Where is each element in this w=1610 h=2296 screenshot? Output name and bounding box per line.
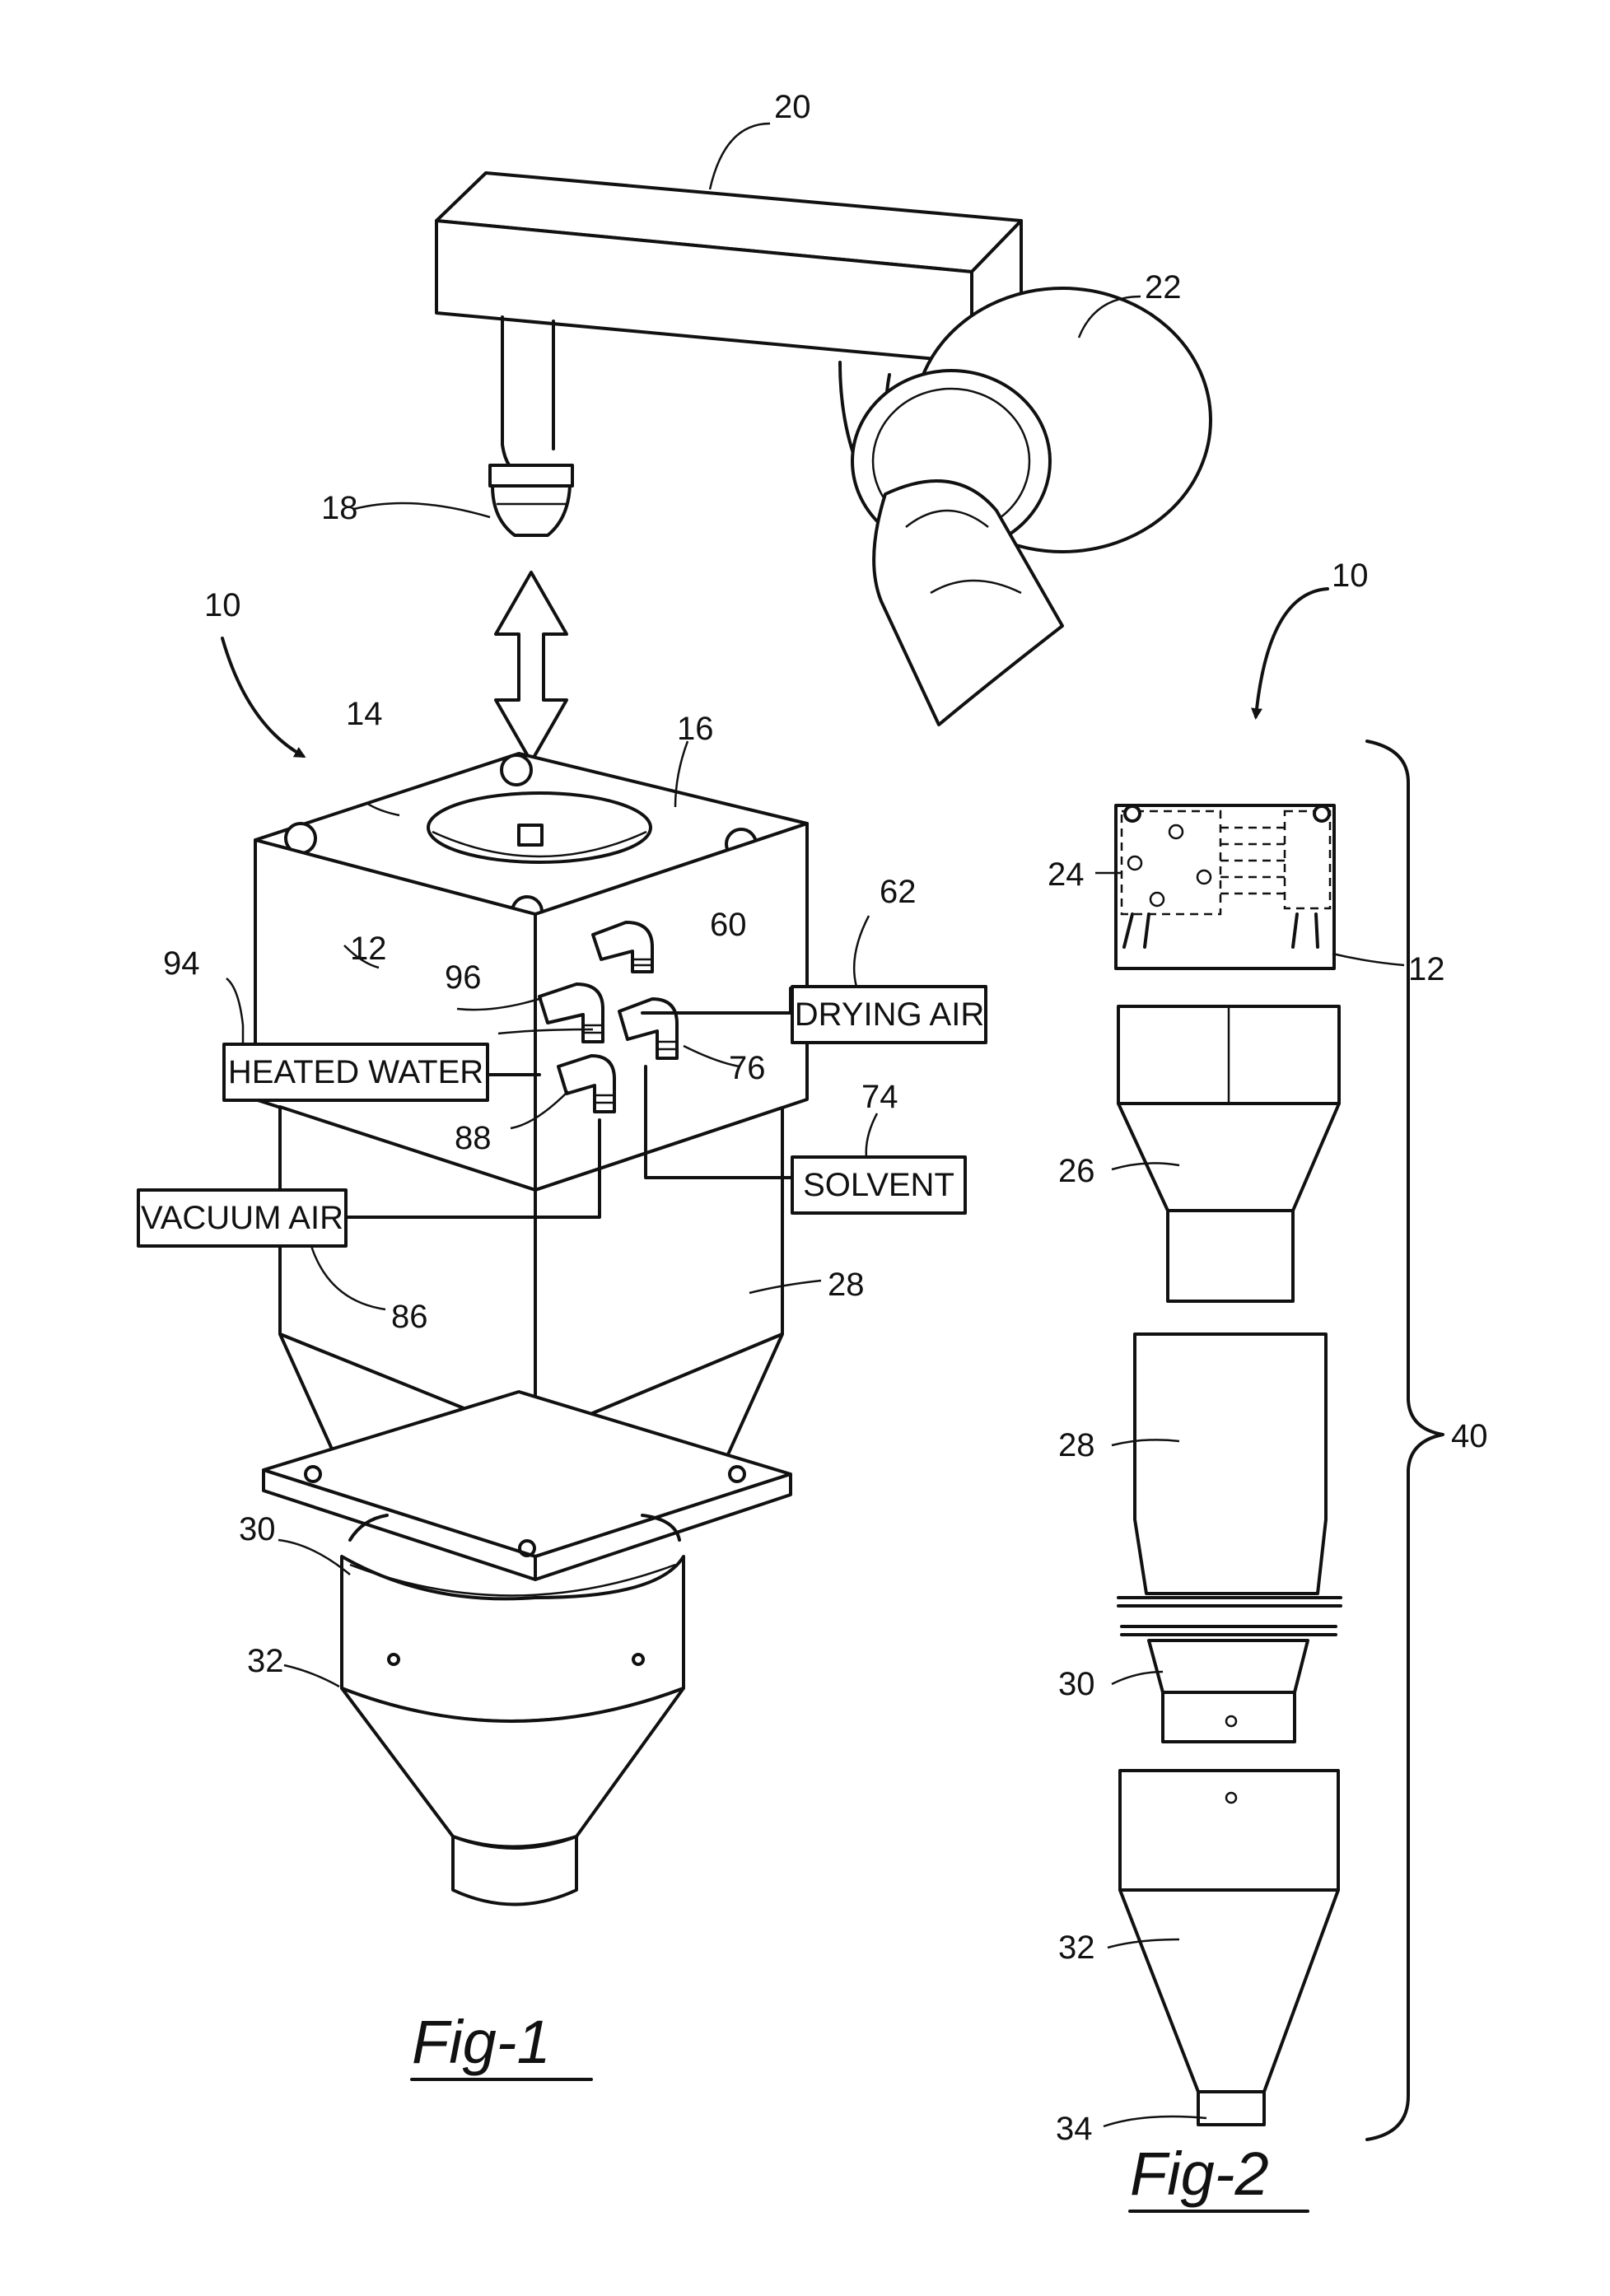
ref-28-fig2: 28 [1058, 1427, 1095, 1463]
ref-10-fig1: 10 [204, 587, 241, 623]
ref-18: 18 [321, 490, 358, 526]
drying-air-label: DRYING AIR [795, 996, 984, 1033]
part-28 [1118, 1334, 1341, 1606]
part-26 [1118, 1006, 1339, 1301]
ref-24: 24 [1048, 856, 1085, 893]
ref-12-fig2: 12 [1408, 951, 1445, 987]
fig2-assembly-arrow [1256, 589, 1328, 716]
ref-34: 34 [1056, 2111, 1093, 2147]
ref-40: 40 [1451, 1418, 1488, 1454]
ref-76: 76 [729, 1050, 766, 1086]
fig1-drawing: HEATED WATER DRYING AIR SOLVENT VACUUM A… [138, 124, 1211, 1905]
ref-62: 62 [880, 874, 917, 910]
fig2-caption: Fig-2 [1130, 2140, 1269, 2208]
ref-28-fig1: 28 [828, 1267, 865, 1303]
ref-88: 88 [455, 1120, 492, 1156]
vacuum-air-label: VACUUM AIR [141, 1200, 343, 1236]
ref-22: 22 [1145, 269, 1182, 306]
ref-32-fig2: 32 [1058, 1930, 1095, 1966]
fig1-assembly-arrow [222, 638, 303, 756]
ref-60: 60 [710, 907, 747, 943]
ref-96: 96 [445, 959, 482, 996]
part-32 [1120, 1771, 1338, 2125]
ref-86: 86 [391, 1299, 428, 1335]
ref-20: 20 [774, 89, 811, 125]
ref-94: 94 [163, 945, 200, 982]
ref-30-fig2: 30 [1058, 1666, 1095, 1702]
fig2-drawing [1095, 589, 1443, 2140]
ref-32-fig1: 32 [247, 1643, 284, 1679]
ref-74: 74 [861, 1079, 898, 1115]
ref-12-fig1: 12 [350, 931, 387, 967]
ref-10-fig2: 10 [1332, 558, 1369, 594]
fig1-caption: Fig-1 [412, 2008, 551, 2076]
heated-water-label: HEATED WATER [228, 1054, 483, 1090]
ref-26: 26 [1058, 1153, 1095, 1189]
ref-16: 16 [677, 711, 714, 747]
ref-14: 14 [346, 696, 383, 732]
vertical-motion-arrow [496, 572, 567, 762]
solvent-label: SOLVENT [803, 1167, 954, 1203]
ref-30-fig1: 30 [239, 1511, 276, 1547]
part-30 [1122, 1626, 1336, 1742]
manifold-exploded [1116, 805, 1334, 968]
